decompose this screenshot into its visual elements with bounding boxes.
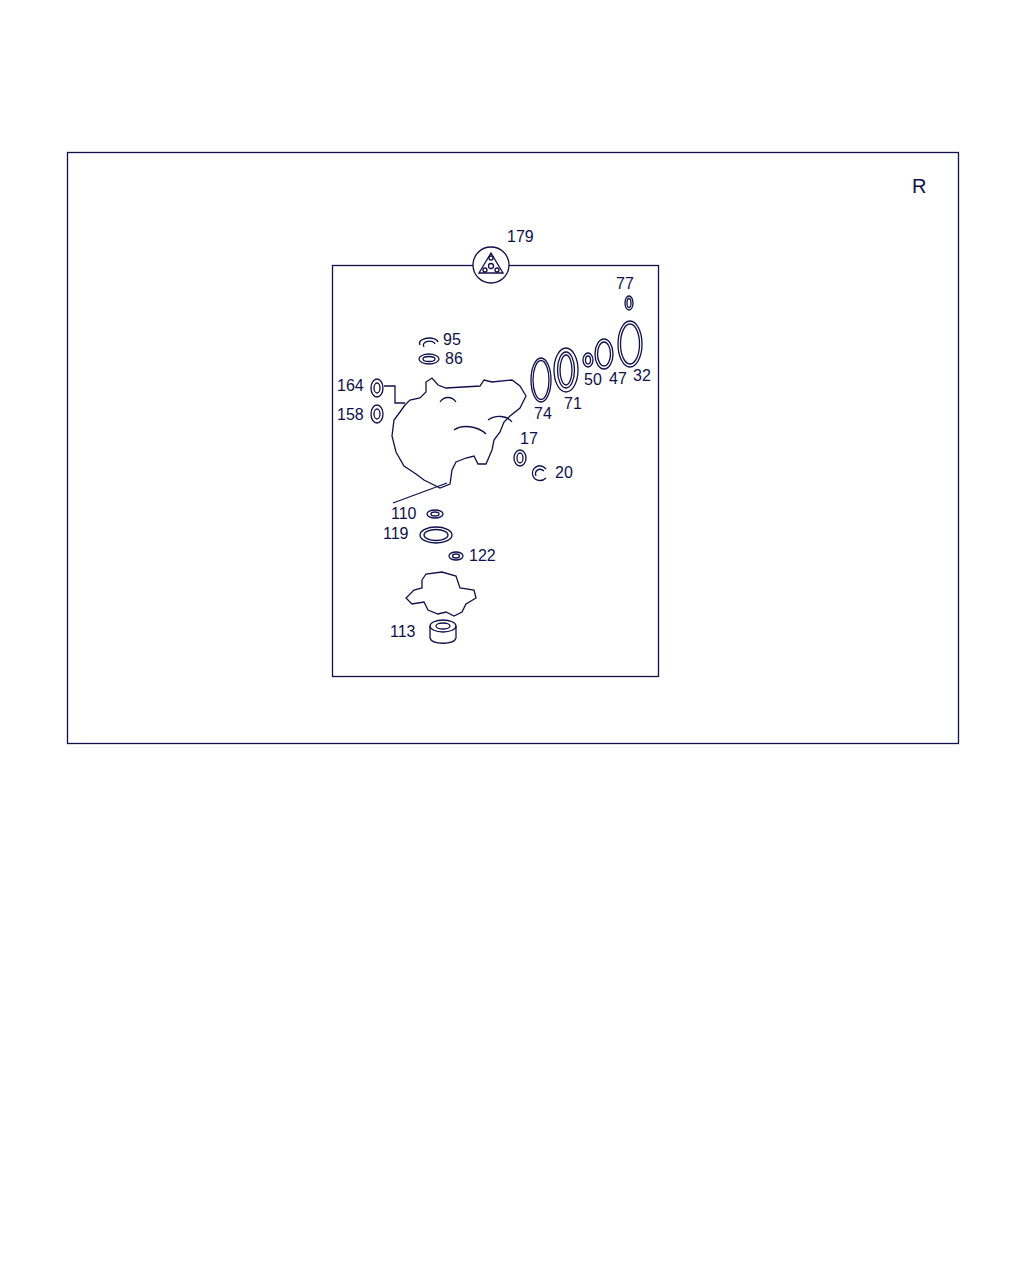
callout-number: 86 <box>445 351 463 367</box>
callout-number: 122 <box>469 548 496 564</box>
outer-frame <box>68 153 959 744</box>
kit-frame <box>333 266 659 677</box>
page-marker: R <box>912 176 926 196</box>
callout-number: 164 <box>337 378 364 394</box>
cover-and-bearing <box>406 572 476 643</box>
kit-symbol <box>473 247 509 283</box>
callout-number: 17 <box>520 431 538 447</box>
callout-number: 50 <box>584 372 602 388</box>
callout-number: 158 <box>337 407 364 423</box>
callout-number: 74 <box>534 406 552 422</box>
callout-number: 32 <box>633 368 651 384</box>
callout-number: 179 <box>507 229 534 245</box>
callout-number: 77 <box>616 276 634 292</box>
callout-number: 47 <box>609 371 627 387</box>
gear-housing <box>384 378 526 503</box>
callout-number: 119 <box>383 526 409 542</box>
callout-number: 20 <box>555 465 573 481</box>
callout-number: 95 <box>443 332 461 348</box>
callout-number: 113 <box>390 624 416 640</box>
callout-number: 71 <box>564 396 582 412</box>
seal-rings <box>371 296 642 560</box>
callout-number: 110 <box>391 506 417 522</box>
